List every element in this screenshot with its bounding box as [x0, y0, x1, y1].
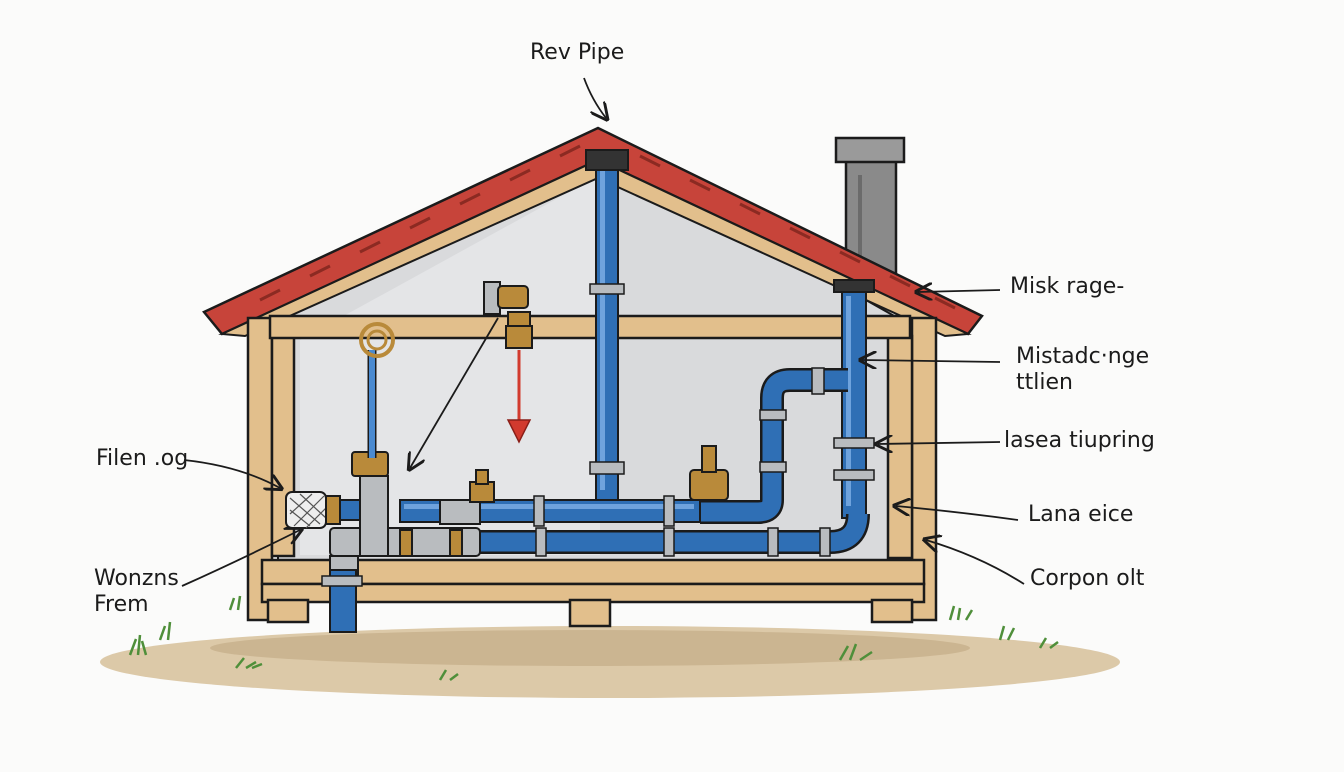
grass-tufts [128, 595, 1059, 681]
label-right-4: Lana eice [1028, 502, 1134, 527]
label-right-3: lasea tiupring [1004, 428, 1155, 453]
brass-valves [351, 445, 729, 557]
label-left-2: Wonzns Frem [94, 566, 179, 617]
ground-shadow [210, 630, 970, 666]
callout-arrows [181, 77, 1025, 587]
label-top: Rev Pipe [530, 40, 625, 65]
arrow-right-1 [918, 290, 1001, 292]
arrow-right-4 [896, 506, 1019, 521]
label-right-5: Corpon olt [1030, 566, 1145, 591]
arrow-right-3 [878, 442, 1001, 444]
label-left-1: Filen .og [96, 446, 189, 471]
filter-mesh-icon [285, 491, 361, 529]
supply-pipe-down [321, 569, 363, 633]
gate-valve-icon [483, 281, 533, 349]
pipe-horizontal-lower [400, 513, 870, 557]
arrow-top [583, 77, 606, 118]
arrow-left-2 [181, 530, 300, 587]
drain-pipe-right [833, 279, 875, 519]
arrow-diagonal [410, 317, 499, 468]
arrow-left-1 [183, 459, 280, 488]
hose-coil [359, 322, 395, 458]
label-right-1: Misk rage- [1010, 274, 1125, 299]
vent-pipe-vertical [585, 149, 629, 503]
down-arrow-icon [506, 350, 532, 444]
wooden-frame [246, 314, 938, 628]
label-right-2: Mistadc·nge ttlien [1016, 344, 1150, 395]
arrow-right-5 [926, 540, 1025, 585]
arrow-right-2 [862, 360, 1001, 362]
